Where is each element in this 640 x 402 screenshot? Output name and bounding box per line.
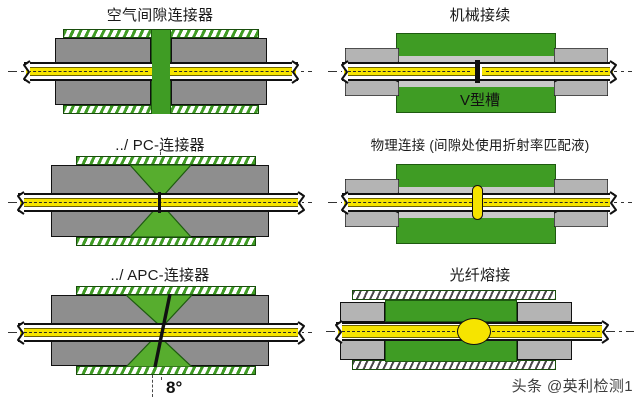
v-groove-label: V型槽 bbox=[459, 92, 500, 109]
watermark: 头条 @英利检测1 bbox=[511, 378, 633, 395]
mechanical-splice-diagram: V型槽 bbox=[320, 0, 640, 130]
right-ferrule-lower bbox=[171, 78, 267, 105]
splice-joint-gap bbox=[475, 60, 480, 83]
left-ferrule-upper bbox=[55, 38, 151, 65]
panel-pc-connector: ../ PC-连接器 bbox=[0, 130, 320, 260]
air-gap-diagram bbox=[0, 0, 320, 130]
panel-title: ../ PC-连接器 bbox=[115, 137, 205, 154]
left-ferrule-lower bbox=[55, 78, 151, 105]
right-fiber-break-icon bbox=[609, 191, 617, 215]
upper-green-block bbox=[385, 300, 517, 322]
left-fiber-break-icon bbox=[341, 60, 349, 84]
panel-mechanical-splice: 机械接续 bbox=[320, 0, 640, 130]
right-fiber-break-icon bbox=[291, 60, 299, 84]
panel-title: 物理连接 (间隙处使用折射率匹配液) bbox=[370, 138, 590, 153]
left-fiber-break-icon bbox=[341, 191, 349, 215]
lower-green-block bbox=[385, 340, 517, 362]
fusion-splice-diagram bbox=[320, 260, 640, 402]
v-groove-upper-silver-strip bbox=[397, 56, 555, 63]
pc-connector-diagram bbox=[0, 130, 320, 260]
left-upper-clamp bbox=[340, 302, 385, 322]
right-core-centerline bbox=[174, 71, 294, 72]
fusion-point-bulge bbox=[457, 318, 491, 345]
panel-physical-contact: 物理连接 (间隙处使用折射率匹配液) bbox=[320, 130, 640, 260]
core-centerline bbox=[24, 332, 296, 333]
right-lower-clamp bbox=[517, 340, 572, 360]
center-green-bar bbox=[151, 30, 171, 114]
panel-title: 空气间隙连接器 bbox=[106, 7, 214, 24]
panel-title: 机械接续 bbox=[449, 7, 511, 24]
left-fiber-break-icon bbox=[17, 321, 25, 345]
angled-interface-line bbox=[153, 294, 172, 367]
panel-air-gap-connector: 空气间隙连接器 bbox=[0, 0, 320, 130]
v-groove-lower-silver-strip bbox=[397, 80, 555, 87]
angle-label: 8° bbox=[166, 378, 183, 397]
right-core-centerline bbox=[486, 71, 608, 72]
left-fiber-break-icon bbox=[335, 320, 343, 344]
top-hatched-plate bbox=[76, 156, 256, 165]
right-upper-clamp bbox=[517, 302, 572, 322]
bottom-hatched-plate bbox=[76, 237, 256, 246]
left-fiber-break-icon bbox=[17, 191, 25, 215]
right-fiber-break-icon bbox=[297, 191, 305, 215]
top-hatched-plate bbox=[352, 290, 556, 300]
apc-connector-diagram: 8° bbox=[0, 260, 320, 402]
left-core-centerline bbox=[348, 71, 470, 72]
panel-title: 光纤熔接 bbox=[449, 267, 511, 284]
right-fiber-break-icon bbox=[297, 321, 305, 345]
right-fiber-break-icon bbox=[609, 60, 617, 84]
right-ferrule-upper bbox=[171, 38, 267, 65]
panel-title: ../ APC-连接器 bbox=[110, 267, 210, 284]
physical-contact-diagram bbox=[320, 130, 640, 260]
pc-contact-interface bbox=[158, 192, 161, 213]
right-fiber-break-icon bbox=[601, 320, 609, 344]
bottom-hatched-plate bbox=[76, 366, 256, 375]
panel-apc-connector: ../ APC-连接器 bbox=[0, 260, 320, 402]
left-lower-clamp bbox=[340, 340, 385, 360]
index-matching-fluid-droplet bbox=[472, 185, 483, 220]
panel-fusion-splice: 光纤熔接 bbox=[320, 260, 640, 402]
angle-reference-dashed-line bbox=[152, 375, 153, 397]
left-fiber-break-icon bbox=[23, 60, 31, 84]
left-core-centerline bbox=[28, 71, 148, 72]
